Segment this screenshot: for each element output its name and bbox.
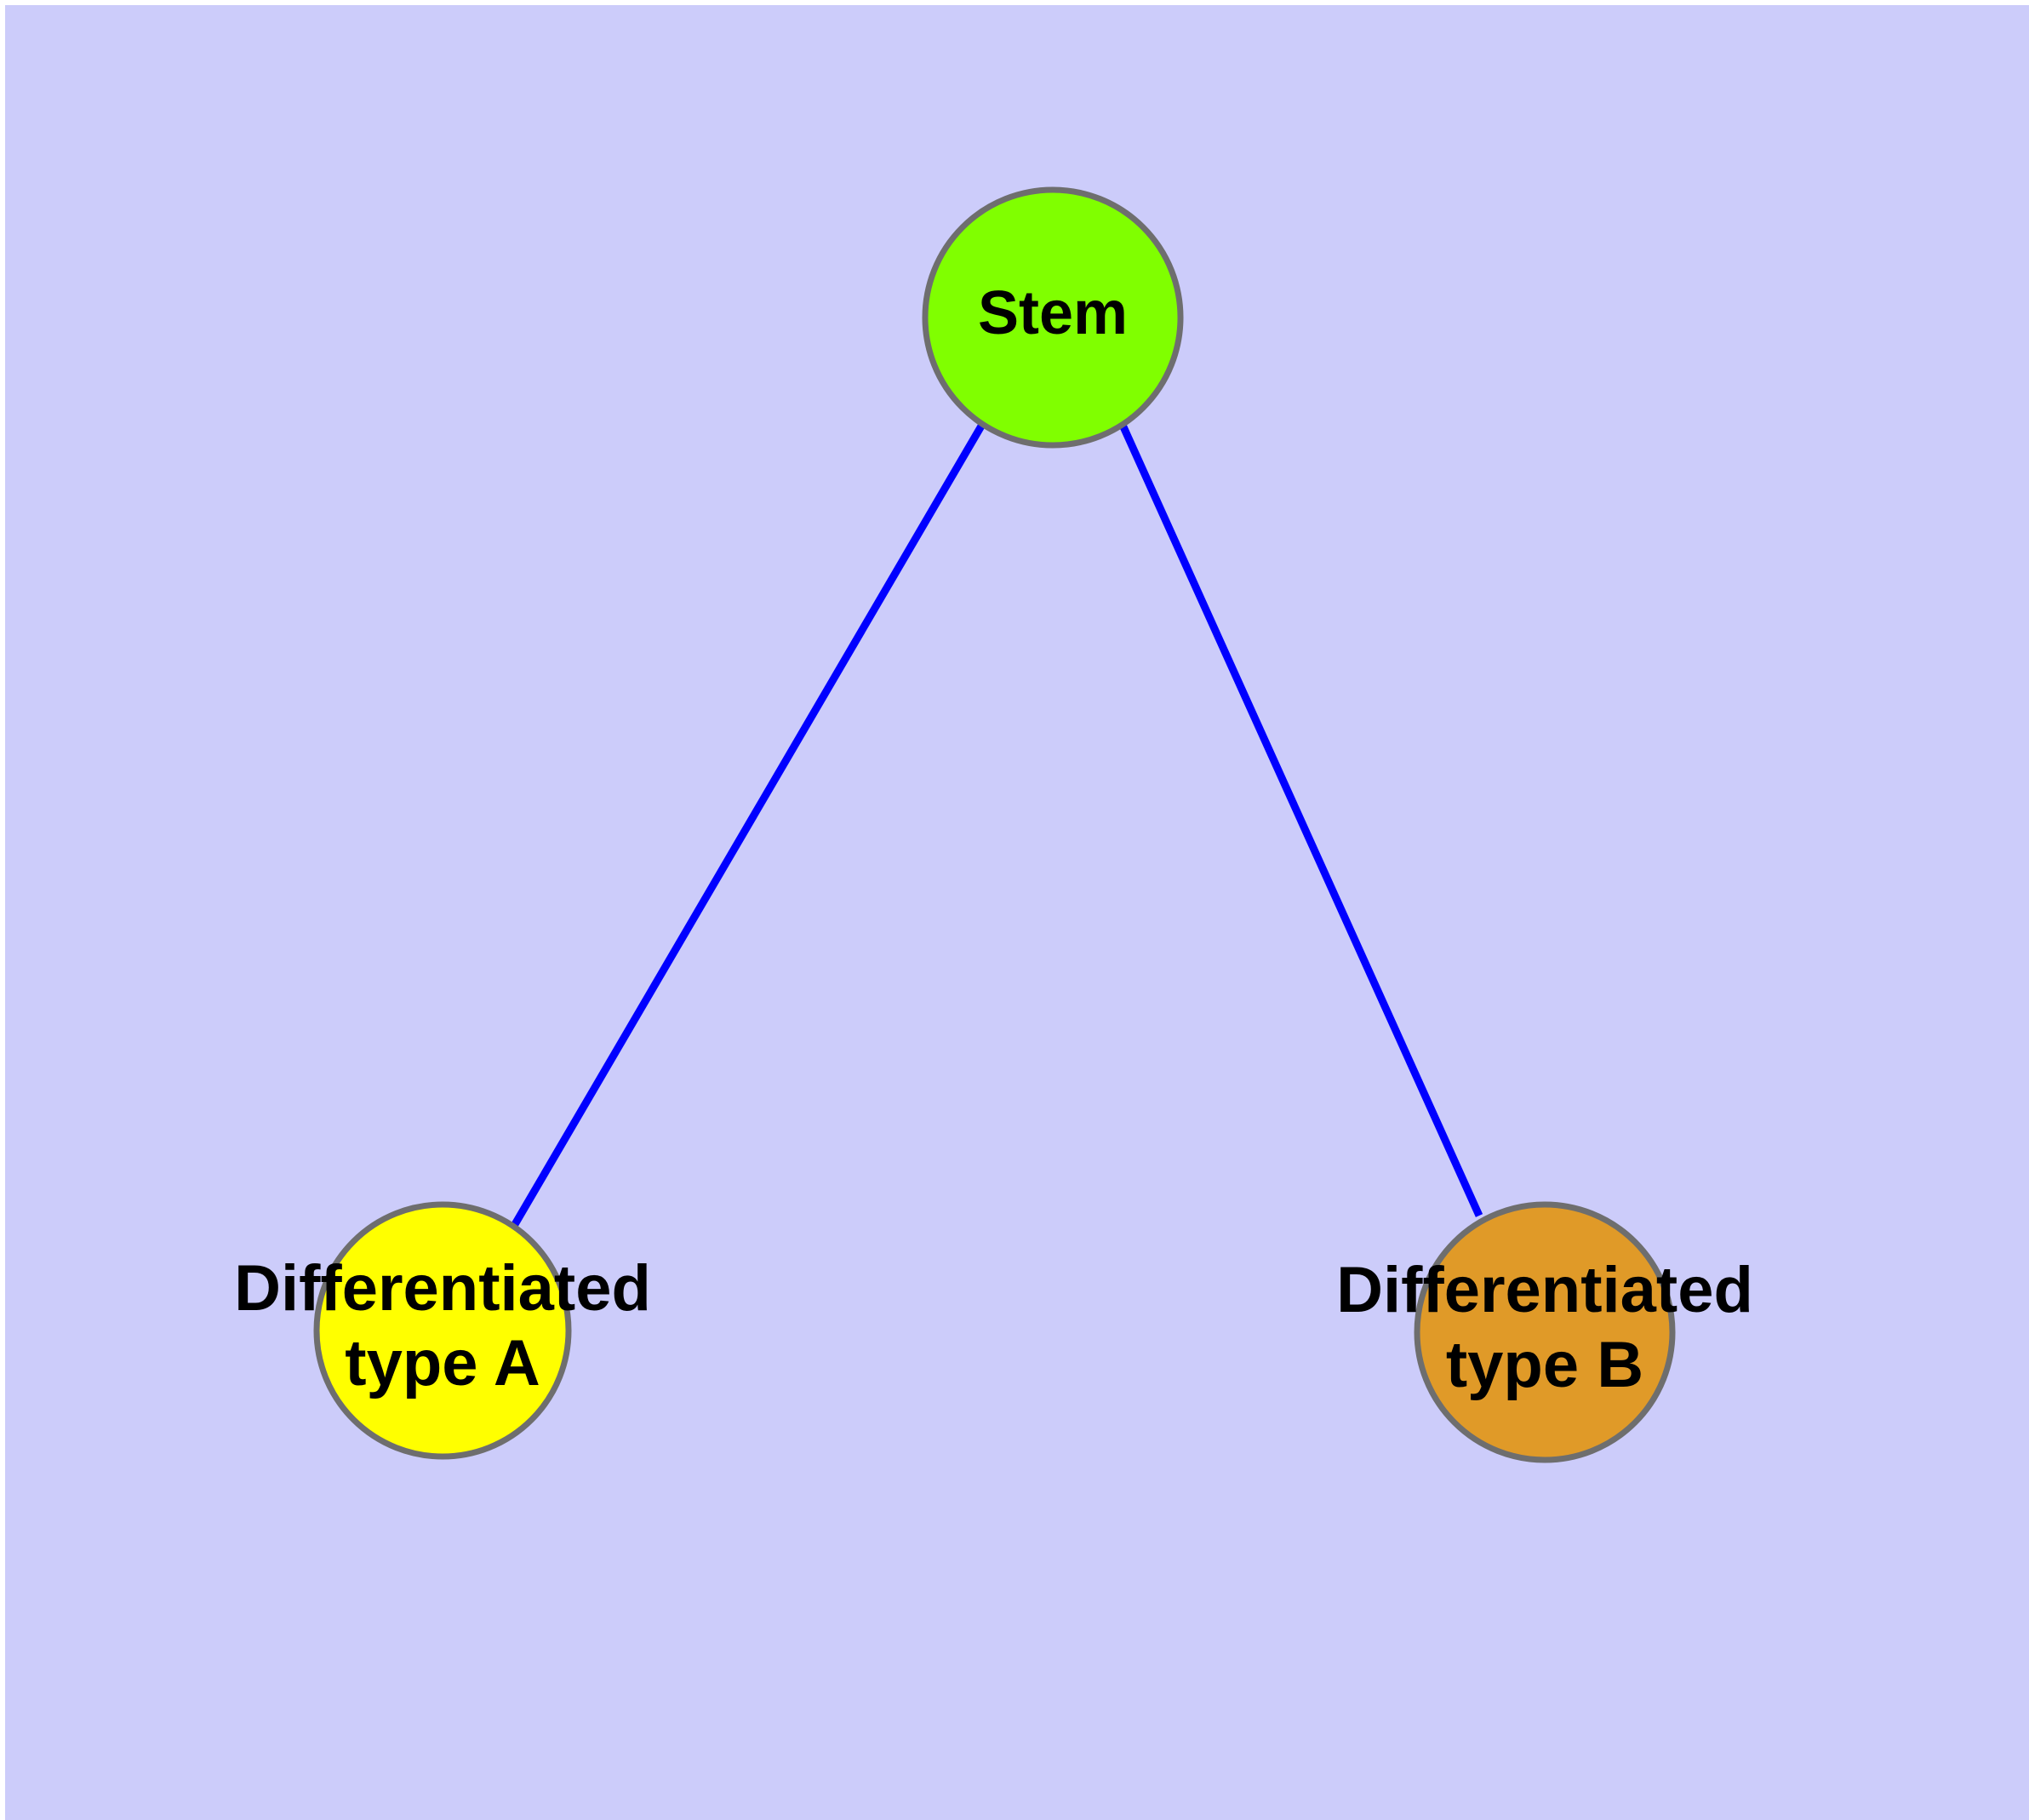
node-label-stem: Stem [978, 279, 1128, 347]
node-differentiated-type-a[interactable] [313, 1201, 572, 1460]
node-differentiated-type-b[interactable] [1414, 1201, 1676, 1463]
node-label-line: Stem [978, 279, 1128, 347]
edge-stem-to-differentiated-type-b[interactable] [1117, 421, 1483, 1217]
node-label-line: type B [1446, 1329, 1643, 1401]
node-stem[interactable] [922, 186, 1184, 449]
node-label-line: Differentiated [1336, 1254, 1753, 1326]
node-label-line: Differentiated [234, 1252, 651, 1325]
node-layer [313, 186, 1676, 1463]
edge-stem-to-differentiated-type-a[interactable] [511, 421, 986, 1228]
edge-layer [511, 421, 1483, 1228]
node-label-line: type A [345, 1327, 540, 1399]
